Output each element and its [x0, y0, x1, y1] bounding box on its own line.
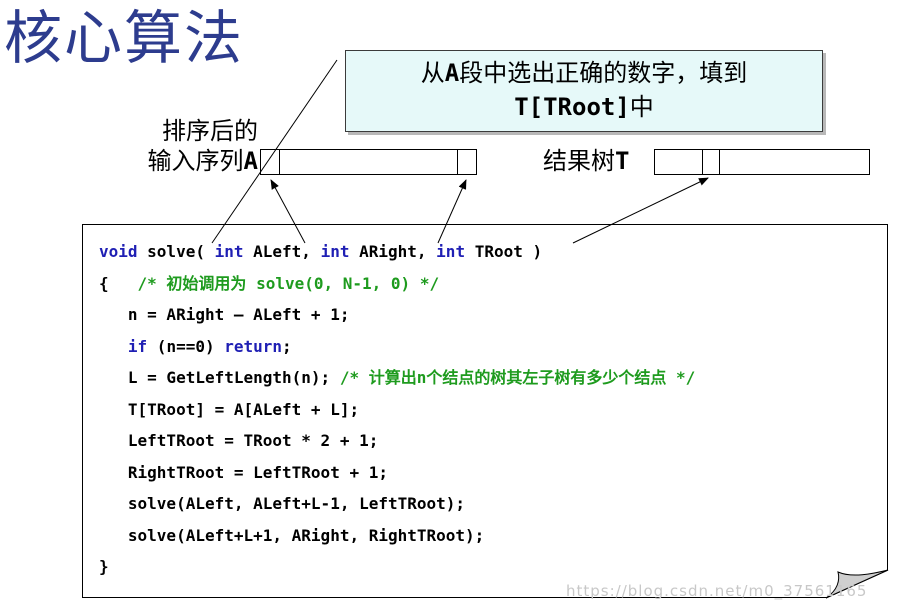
page-curl-fold: [825, 569, 889, 599]
callout-text: 中: [629, 93, 654, 121]
code-line-9: solve(ALeft, ALeft+L-1, LeftTRoot);: [99, 494, 466, 513]
callout-line-1: 从A段中选出正确的数字，填到: [346, 57, 822, 89]
code-keyword: int: [436, 242, 466, 261]
aleft-arrow: [270, 179, 306, 244]
code-keyword: if: [127, 336, 148, 356]
aright-arrow: [437, 179, 467, 244]
code-text: ALeft,: [243, 242, 321, 261]
callout-text: 段中选出正确的数字，填到: [459, 59, 748, 87]
code-text: L = GetLeftLength(n);: [99, 368, 340, 387]
code-line-1: void solve( int ALeft, int ARight, int T…: [99, 241, 695, 273]
array-a-aleft-cell: [279, 150, 280, 174]
code-line-11: }: [99, 557, 109, 576]
array-t-troot-cell-left: [702, 150, 703, 174]
code-text: solve(: [137, 242, 215, 261]
callout-var-troot: T[TRoot]: [514, 93, 630, 121]
code-text: TRoot ): [465, 242, 543, 261]
code-line-8: RightTRoot = LeftTRoot + 1;: [99, 462, 388, 482]
code-comment: /* 计算出n个结点的树其左子树有多少个结点 */: [339, 368, 696, 387]
code-text: {: [99, 273, 138, 293]
label-text: 输入序列: [147, 147, 244, 175]
callout-text: 从: [420, 59, 445, 87]
sorted-input-label-line-1: 排序后的: [162, 117, 258, 145]
code-listing: void solve( int ALeft, int ARight, int T…: [99, 241, 695, 588]
code-line-2: { /* 初始调用为 solve(0, N-1, 0) */: [99, 273, 695, 305]
sorted-input-label: 排序后的 输入序列A: [118, 116, 258, 176]
code-line-10: solve(ALeft+L+1, ARight, RightTRoot);: [99, 525, 485, 545]
callout-pointer-line: [211, 59, 338, 244]
callout-line-2: T[TRoot]中: [346, 91, 822, 123]
callout-box: 从A段中选出正确的数字，填到 T[TRoot]中: [345, 50, 823, 132]
sorted-input-label-line-2: 输入序列A: [118, 146, 258, 176]
code-comment: /* 初始调用为 solve(0, N-1, 0) */: [137, 273, 440, 293]
array-a: [260, 149, 477, 175]
code-text: (n==0): [147, 336, 225, 356]
page-title: 核心算法: [4, 4, 245, 72]
watermark: https://blog.csdn.net/m0_37561165: [566, 582, 868, 600]
troot-arrow: [572, 177, 709, 244]
code-line-7: LeftTRoot = TRoot * 2 + 1;: [99, 431, 379, 450]
code-keyword: int: [320, 242, 350, 261]
array-t-troot-cell-right: [719, 150, 720, 174]
code-line-3: n = ARight – ALeft + 1;: [99, 305, 350, 324]
code-keyword: void: [99, 242, 138, 261]
code-line-5: L = GetLeftLength(n); /* 计算出n个结点的树其左子树有多…: [99, 367, 695, 399]
label-var-t: T: [615, 147, 630, 175]
label-text: 结果树: [543, 147, 615, 175]
code-box: void solve( int ALeft, int ARight, int T…: [82, 224, 888, 598]
code-line-4: if (n==0) return;: [99, 336, 695, 368]
code-line-6: T[TRoot] = A[ALeft + L];: [99, 399, 360, 419]
array-a-aright-cell: [457, 150, 458, 174]
code-keyword: int: [214, 242, 244, 261]
code-text: ;: [282, 336, 292, 356]
label-var-a: A: [243, 147, 258, 175]
callout-var-a: A: [444, 59, 460, 87]
code-text: ARight,: [349, 242, 437, 261]
result-tree-label: 结果树T: [543, 146, 629, 176]
array-t: [654, 149, 870, 175]
code-keyword: return: [224, 336, 283, 356]
